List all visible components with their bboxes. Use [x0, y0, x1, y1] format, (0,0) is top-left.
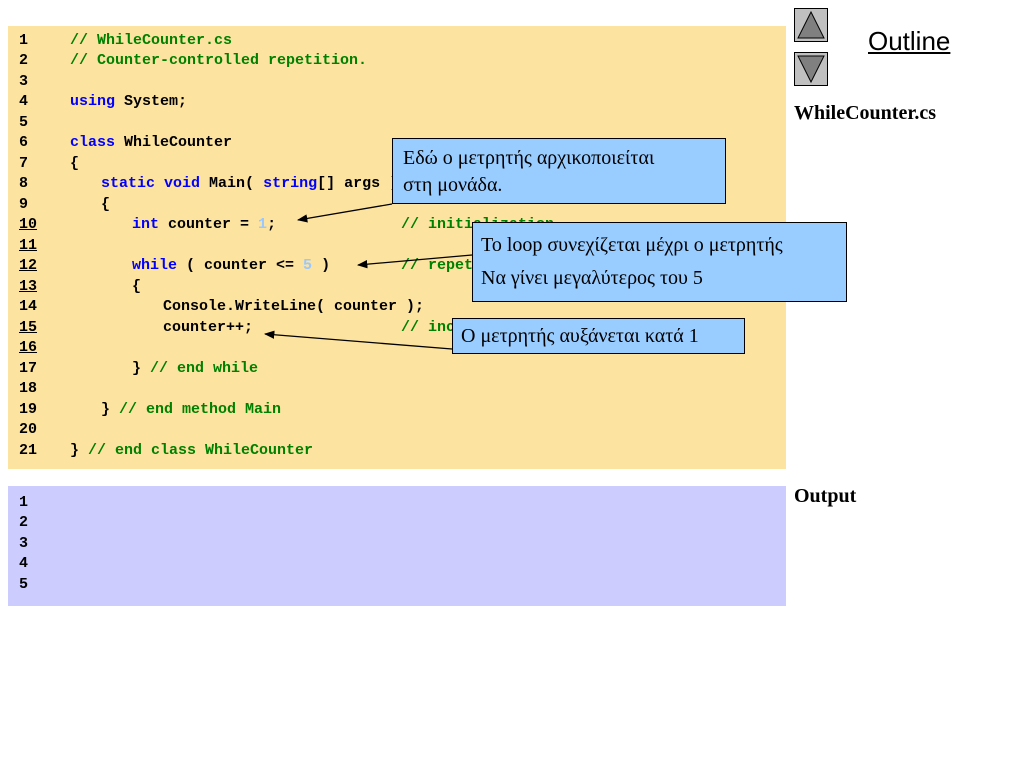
code-text: int counter = 1; [132, 215, 276, 235]
callout-increment: Ο μετρητής αυξάνεται κατά 1 [452, 318, 745, 354]
callout-text: Ο μετρητής αυξάνεται κατά 1 [461, 325, 699, 347]
keyword: while [132, 257, 178, 274]
line-number: 16 [19, 339, 38, 356]
keyword: string [263, 175, 318, 192]
code-text: } // end method Main [101, 400, 281, 420]
code-text: } // end while [132, 359, 258, 379]
keyword: class [70, 134, 116, 151]
code-fragment: } [70, 442, 80, 459]
line-number: 5 [19, 114, 29, 131]
line-number: 17 [19, 360, 38, 377]
code-comment: // end while [141, 360, 259, 377]
triangle-up-icon [797, 10, 825, 39]
callout-loop: Το loop συνεχίζεται μέχρι ο μετρητής Να … [472, 222, 847, 302]
code-text: { [132, 278, 142, 295]
line-number: 8 [19, 175, 29, 192]
keyword: using [70, 93, 116, 110]
code-text: class WhileCounter [70, 133, 232, 153]
code-fragment: } [101, 401, 111, 418]
output-line: 2 [19, 514, 29, 531]
output-label: Output [794, 485, 857, 507]
line-number: 12 [19, 257, 38, 274]
code-fragment: } [132, 360, 142, 377]
file-label: WhileCounter.cs [794, 102, 937, 124]
code-text: { [101, 196, 111, 213]
code-text: static void Main( string[] args ) [101, 174, 398, 194]
callout-init: Εδώ ο μετρητής αρχικοποιείται στη μονάδα… [392, 138, 726, 204]
keyword: void [164, 175, 201, 192]
line-number: 18 [19, 380, 38, 397]
keyword: static [101, 175, 156, 192]
line-number: 15 [19, 319, 38, 336]
line-number: 20 [19, 421, 38, 438]
line-number: 13 [19, 278, 38, 295]
line-number: 9 [19, 196, 29, 213]
output-panel: 1 2 3 4 5 [8, 486, 786, 606]
code-text: while ( counter <= 5 ) [132, 256, 330, 276]
code-fragment: Main( [200, 175, 264, 192]
code-fragment: System; [115, 93, 188, 110]
line-number: 6 [19, 134, 29, 151]
code-fragment: counter = [159, 216, 259, 233]
output-line: 5 [19, 576, 29, 593]
callout-text: στη μονάδα. [403, 174, 503, 196]
callout-text: Εδώ ο μετρητής αρχικοποιείται [403, 147, 655, 169]
code-fragment [155, 175, 164, 192]
code-comment: // end method Main [110, 401, 282, 418]
code-text: // WhileCounter.cs [70, 32, 233, 49]
literal: 5 [303, 257, 313, 274]
output-line: 3 [19, 535, 29, 552]
line-number: 2 [19, 52, 29, 69]
code-comment: // end class WhileCounter [79, 442, 314, 459]
line-number: 10 [19, 216, 38, 233]
line-number: 1 [19, 32, 29, 49]
code-text: using System; [70, 92, 187, 112]
line-number: 7 [19, 155, 29, 172]
code-text: counter++; [163, 319, 254, 336]
code-text: // Counter-controlled repetition. [70, 52, 368, 69]
output-line: 1 [19, 494, 29, 511]
previous-slide-button[interactable] [794, 8, 828, 42]
callout-text: Το loop συνεχίζεται μέχρι ο μετρητής [481, 234, 783, 256]
code-fragment: [] args ) [317, 175, 399, 192]
line-number: 11 [19, 237, 38, 254]
code-fragment: ; [267, 216, 277, 233]
line-number: 3 [19, 73, 29, 90]
triangle-down-icon [797, 55, 825, 84]
callout-text: Να γίνει μεγαλύτερος του 5 [481, 267, 703, 289]
keyword: int [132, 216, 160, 233]
code-fragment: ) [312, 257, 331, 274]
code-fragment: ( counter <= [177, 257, 304, 274]
next-slide-button[interactable] [794, 52, 828, 86]
line-number: 14 [19, 298, 38, 315]
line-number: 21 [19, 442, 38, 459]
code-fragment: WhileCounter [115, 134, 233, 151]
literal: 1 [258, 216, 268, 233]
line-number: 19 [19, 401, 38, 418]
code-text: } // end class WhileCounter [70, 441, 313, 461]
code-text: Console.WriteLine( counter ); [163, 298, 425, 315]
line-number: 4 [19, 93, 29, 110]
outline-link[interactable]: Outline [868, 26, 951, 56]
output-line: 4 [19, 555, 29, 572]
code-text: { [70, 155, 80, 172]
